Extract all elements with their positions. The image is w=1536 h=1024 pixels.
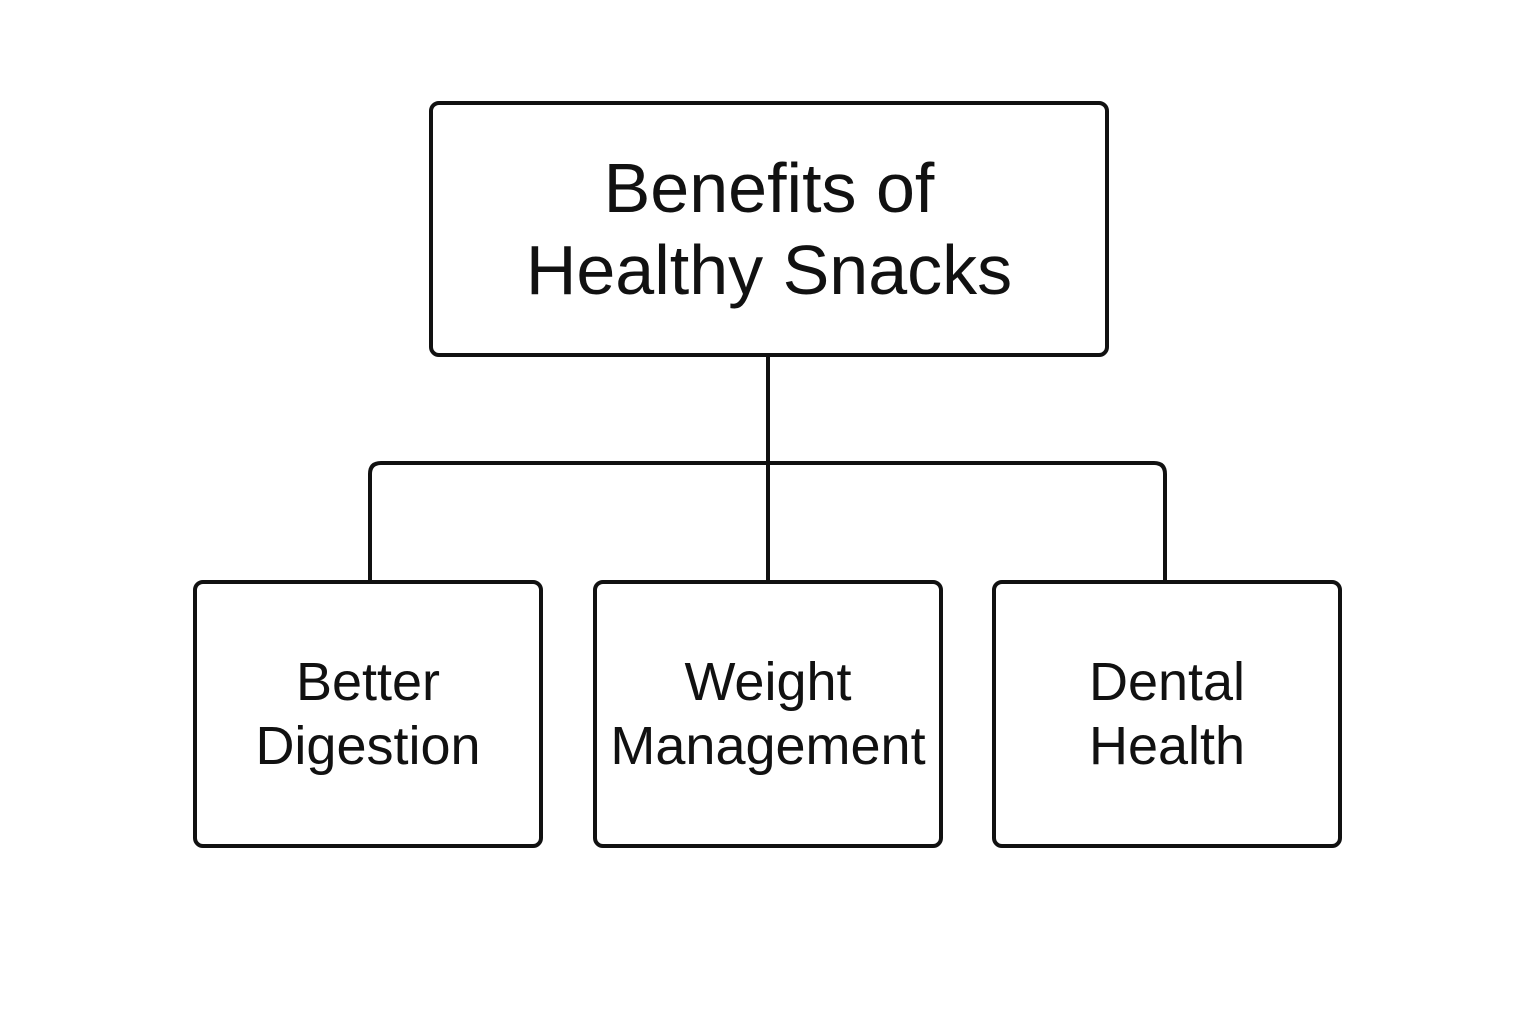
child-node-label: Better Digestion: [255, 652, 481, 776]
branch-bar-line: [368, 461, 1167, 580]
child-node-dental-health: Dental Health: [992, 580, 1342, 848]
child-node-label: Dental Health: [1088, 652, 1246, 776]
child-node-weight-management: Weight Management: [593, 580, 943, 848]
child-node-label: Weight Management: [610, 652, 926, 776]
root-node: Benefits of Healthy Snacks: [429, 101, 1109, 357]
root-node-label: Benefits of Healthy Snacks: [525, 149, 1013, 309]
child-node-better-digestion: Better Digestion: [193, 580, 543, 848]
